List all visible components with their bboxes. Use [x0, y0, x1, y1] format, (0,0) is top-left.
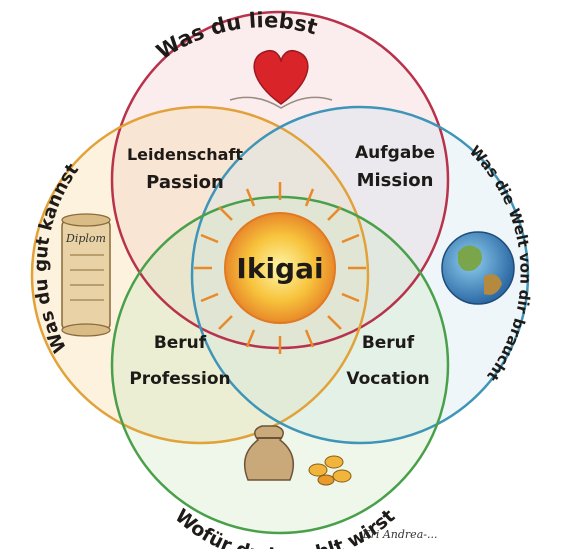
circle-paid-fill: [112, 197, 448, 533]
overlap-passion: Leidenschaft Passion: [127, 145, 243, 193]
money-bag-icon: [243, 425, 295, 481]
heart-icon: [229, 50, 333, 109]
sun-icon: [194, 182, 366, 354]
coins-icon: [308, 455, 352, 486]
overlap-mission: Aufgabe Mission: [355, 143, 435, 191]
overlap-profession-line1: Beruf: [154, 333, 207, 353]
overlap-passion-line1: Leidenschaft: [127, 145, 243, 164]
circle-world-fill: [192, 107, 528, 443]
diploma-icon: [61, 213, 111, 337]
overlap-mission-line2: Mission: [357, 170, 434, 191]
circle-good-fill: [32, 107, 368, 443]
overlap-profession-line2: Profession: [129, 369, 230, 389]
overlap-vocation: Beruf Vocation: [346, 333, 429, 389]
earth-icon: [441, 231, 515, 305]
overlap-vocation-line2: Vocation: [346, 369, 429, 389]
center-label: Ikigai: [236, 252, 323, 285]
circle-world-outline: [190, 105, 530, 445]
overlap-passion-line2: Passion: [146, 172, 224, 193]
overlap-vocation-line1: Beruf: [362, 333, 415, 353]
circle-love-fill: [112, 12, 448, 348]
signature: Eri Andrea-...: [362, 528, 438, 541]
circle-good-outline: [30, 105, 370, 445]
overlap-profession: Beruf Profession: [129, 333, 230, 389]
diploma-label: Diplom: [65, 232, 106, 245]
overlap-mission-line1: Aufgabe: [355, 143, 435, 163]
